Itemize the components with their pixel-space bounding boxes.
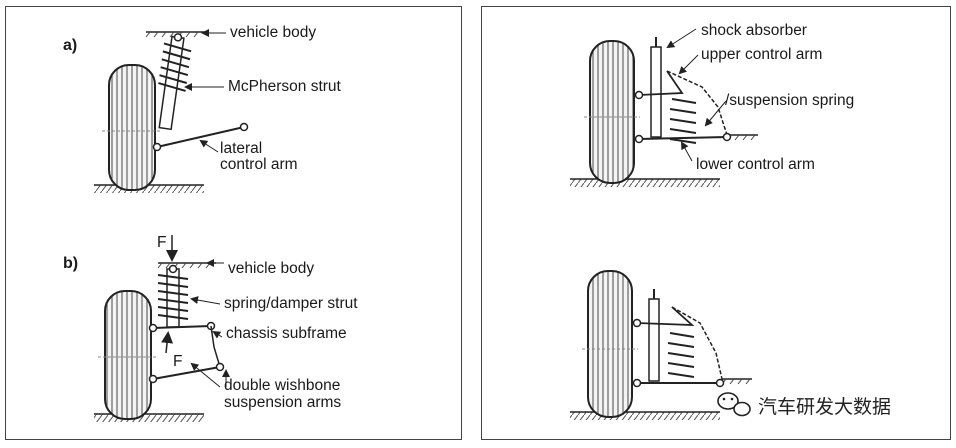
vehicle-frame-b <box>671 306 723 380</box>
label-double-wishbone: double wishbone <box>224 377 340 394</box>
ground-hatch-br <box>570 412 720 420</box>
force-top-label: F <box>157 234 166 251</box>
mcpherson-strut <box>158 33 192 131</box>
label-chassis-subframe: chassis subframe <box>226 325 347 342</box>
sublabel-a: a) <box>63 37 77 54</box>
force-bottom-arrow <box>161 331 174 354</box>
label-upper-control-arm: upper control arm <box>701 46 822 63</box>
lower-wishbone <box>152 366 221 380</box>
upper-control-arm <box>638 70 684 96</box>
ground-hatch-tr <box>570 179 720 187</box>
wheel-top-right <box>589 40 635 184</box>
lower-control-arm <box>638 136 728 140</box>
watermark-text: 汽车研发大数据 <box>758 396 891 418</box>
suspension-spring <box>669 98 697 144</box>
right-panel: shock absorber upper control arm /suspen… <box>481 6 951 440</box>
suspension-spring-b <box>667 332 695 378</box>
upper-wishbone <box>152 325 212 329</box>
vehicle-frame <box>666 70 728 136</box>
wechat-icon <box>717 392 751 417</box>
left-panel: a) vehicle body McPherson strut lateral … <box>5 6 462 440</box>
force-bottom-label: F <box>173 353 182 370</box>
wheel-b <box>104 290 152 420</box>
shock-absorber-b <box>648 289 660 382</box>
wheel-a <box>108 64 156 191</box>
label-suspension-spring: /suspension spring <box>725 92 854 109</box>
watermark: 汽车研发大数据 <box>717 392 891 418</box>
label-lower-control-arm: lower control arm <box>696 156 815 173</box>
diagram-a: a) vehicle body McPherson strut lateral … <box>63 24 342 193</box>
left-diagram: a) vehicle body McPherson strut lateral … <box>63 24 358 422</box>
label-vehicle-body-a: vehicle body <box>230 24 316 41</box>
diagram-bottom-right <box>570 270 752 420</box>
label-lateral: lateral <box>220 140 262 157</box>
diagram-b: b) F F <box>63 234 358 422</box>
label-suspension-arms: suspension arms <box>224 394 341 411</box>
sublabel-b: b) <box>63 255 78 272</box>
chassis-subframe <box>210 325 221 368</box>
shock-absorber <box>650 37 662 138</box>
label-control-arm: control arm <box>220 156 298 173</box>
ground-hatch <box>94 185 204 193</box>
spring-damper-strut <box>157 264 189 328</box>
wheel-bottom-right <box>587 270 633 418</box>
label-vehicle-body-b: vehicle body <box>228 260 314 277</box>
ground-hatch-b <box>94 414 204 422</box>
diagram-top-right: shock absorber upper control arm /suspen… <box>570 22 854 187</box>
label-spring-damper-strut: spring/damper strut <box>224 295 358 312</box>
label-shock-absorber: shock absorber <box>701 22 807 39</box>
upper-control-arm-b <box>636 306 695 326</box>
label-mcpherson-strut: McPherson strut <box>228 78 342 95</box>
right-diagram: shock absorber upper control arm /suspen… <box>570 22 891 420</box>
lateral-arm <box>156 126 245 148</box>
